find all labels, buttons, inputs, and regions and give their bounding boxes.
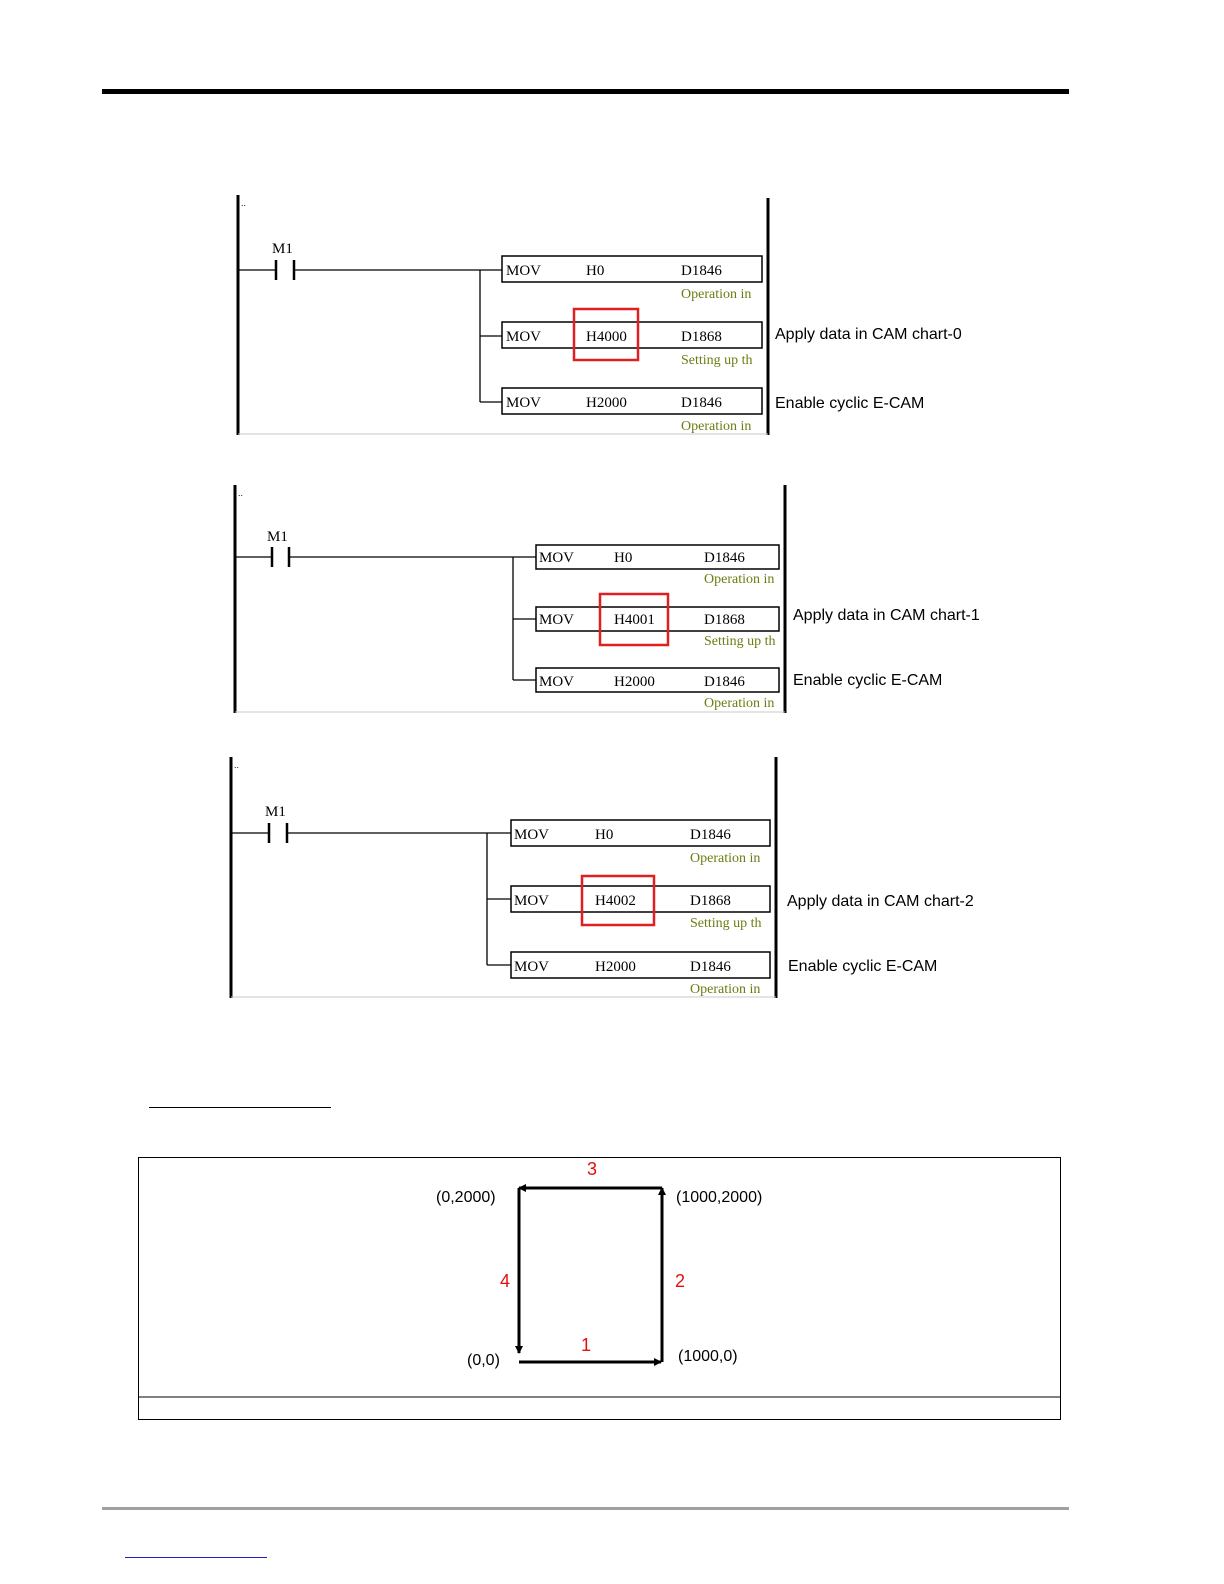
source-operand: H2000 <box>595 959 636 975</box>
device-comment: Setting up th <box>690 916 762 931</box>
dest-operand: D1846 <box>690 827 731 843</box>
segment-number-2: 2 <box>675 1271 685 1291</box>
mov-instruction-box <box>501 387 763 415</box>
device-comment: Setting up th <box>681 353 753 368</box>
dest-operand: D1868 <box>690 893 731 909</box>
device-comment: Operation in <box>690 851 760 866</box>
dest-operand: D1846 <box>704 550 745 566</box>
svg-text:..: .. <box>238 488 243 498</box>
section-underline <box>149 1107 331 1108</box>
op-label: MOV <box>506 395 541 411</box>
source-operand: H2000 <box>614 674 655 690</box>
op-label: MOV <box>539 674 574 690</box>
rung-note: Enable cyclic E-CAM <box>788 958 937 975</box>
highlight-box <box>572 307 640 362</box>
mov-instruction-box <box>535 667 780 693</box>
op-label: MOV <box>539 612 574 628</box>
header-rule <box>102 89 1069 94</box>
op-label: MOV <box>539 550 574 566</box>
ladder-diagram-chart-2: .. M1 MOV H0 D1846 Operation in MOV H400… <box>229 757 974 998</box>
op-label: MOV <box>506 263 541 279</box>
rung-note: Apply data in CAM chart-0 <box>775 326 962 343</box>
device-comment: Operation in <box>681 419 751 434</box>
cam-path-figure: (0,0) (1000,0) (1000,2000) (0,2000) 1 2 … <box>138 1157 1061 1420</box>
highlight-box <box>580 874 656 927</box>
op-label: MOV <box>506 329 541 345</box>
mov-instruction-box <box>501 255 763 283</box>
footer-rule <box>102 1507 1069 1510</box>
ladder-diagram-chart-0: .. M1 MOV H0 D1846 Operation in MOV H400… <box>236 195 962 435</box>
point-label-1000-0: (1000,0) <box>678 1348 738 1365</box>
ladder-diagram-chart-1: .. M1 MOV H0 D1846 Operation in MOV H400… <box>233 485 980 713</box>
dest-operand: D1846 <box>690 959 731 975</box>
rung-note: Enable cyclic E-CAM <box>793 672 942 689</box>
device-comment: Operation in <box>704 572 774 587</box>
rung-note: Enable cyclic E-CAM <box>775 395 924 412</box>
svg-text:..: .. <box>241 198 246 208</box>
point-label-origin: (0,0) <box>467 1352 500 1369</box>
dest-operand: D1868 <box>704 612 745 628</box>
dest-operand: D1868 <box>681 329 722 345</box>
mov-instruction-box <box>510 819 771 847</box>
op-label: MOV <box>514 893 549 909</box>
device-comment: Setting up th <box>704 634 776 649</box>
contact-label: M1 <box>265 804 286 820</box>
footer-link-underline <box>125 1557 267 1558</box>
mov-instruction-box <box>535 544 780 570</box>
device-comment: Operation in <box>690 982 760 997</box>
op-label: MOV <box>514 827 549 843</box>
dest-operand: D1846 <box>681 263 722 279</box>
figure-frame <box>138 1157 1061 1420</box>
source-operand: H0 <box>586 263 604 279</box>
dest-operand: D1846 <box>704 674 745 690</box>
device-comment: Operation in <box>681 287 751 302</box>
op-label: MOV <box>514 959 549 975</box>
segment-number-1: 1 <box>581 1335 591 1355</box>
point-label-0-2000: (0,2000) <box>436 1189 496 1206</box>
contact-label: M1 <box>272 241 293 257</box>
point-label-1000-2000: (1000,2000) <box>676 1189 762 1206</box>
segment-number-3: 3 <box>587 1159 597 1179</box>
rung-note: Apply data in CAM chart-2 <box>787 893 974 910</box>
segment-number-4: 4 <box>500 1271 510 1291</box>
device-comment: Operation in <box>704 696 774 711</box>
rung-note: Apply data in CAM chart-1 <box>793 607 980 624</box>
source-operand: H2000 <box>586 395 627 411</box>
source-operand: H0 <box>595 827 613 843</box>
svg-text:..: .. <box>234 760 239 770</box>
source-operand: H4001 <box>614 612 655 628</box>
mov-instruction-box <box>510 951 771 979</box>
mov-instruction-box <box>501 321 763 349</box>
dest-operand: D1846 <box>681 395 722 411</box>
contact-label: M1 <box>267 529 288 545</box>
source-operand: H4000 <box>586 329 627 345</box>
source-operand: H0 <box>614 550 632 566</box>
mov-instruction-box <box>535 606 780 632</box>
mov-instruction-box <box>510 885 771 913</box>
source-operand: H4002 <box>595 893 636 909</box>
highlight-box <box>598 592 670 647</box>
